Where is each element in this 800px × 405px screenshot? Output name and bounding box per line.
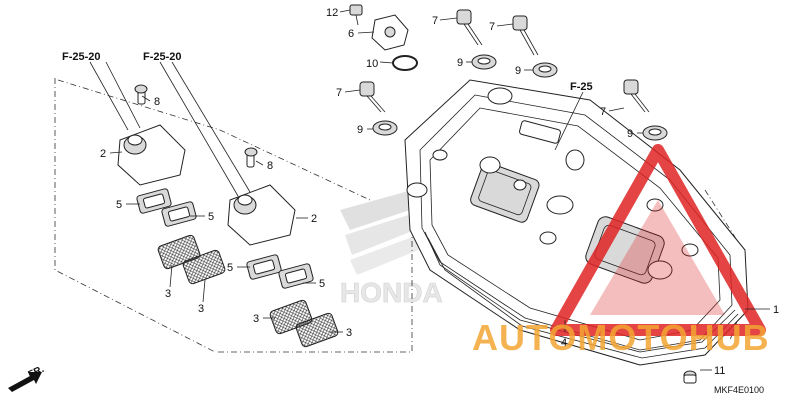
automotohub-triangle-logo bbox=[550, 144, 766, 336]
grommet-set-right bbox=[246, 254, 314, 289]
callout-10: 10 bbox=[366, 58, 378, 70]
callout-4: 4 bbox=[561, 337, 567, 349]
bolt-7-b bbox=[512, 15, 539, 56]
callout-7-a: 7 bbox=[432, 15, 438, 27]
callout-3-d: 3 bbox=[346, 327, 352, 339]
ref-label-f2520-b: F-25-20 bbox=[143, 51, 182, 63]
callout-3-c: 3 bbox=[253, 313, 259, 325]
ref-label-f25: F-25 bbox=[570, 81, 593, 93]
diagram-code: MKF4E0100 bbox=[714, 385, 764, 395]
callout-8-a: 8 bbox=[154, 96, 160, 108]
left-group-top-line bbox=[57, 79, 371, 201]
callout-1: 1 bbox=[773, 304, 779, 316]
ignition-cap-right bbox=[227, 147, 296, 246]
callout-12: 12 bbox=[326, 7, 338, 19]
callout-9-b: 9 bbox=[515, 65, 521, 77]
callout-6: 6 bbox=[348, 28, 354, 40]
bolt-7-d bbox=[623, 79, 650, 113]
callout-7-c: 7 bbox=[336, 87, 342, 99]
bolt-7-c bbox=[359, 81, 386, 113]
bolt-11 bbox=[683, 370, 697, 384]
ref-arrow-f25 bbox=[554, 91, 584, 151]
o-ring-10 bbox=[392, 55, 418, 71]
bolt-12 bbox=[349, 4, 363, 26]
ref-arrow-a1 bbox=[89, 61, 129, 131]
grommet-set-left bbox=[136, 188, 197, 227]
cover-assembly-outline bbox=[216, 228, 413, 353]
cylinder-head-cover bbox=[404, 79, 749, 366]
callout-7-b: 7 bbox=[489, 21, 495, 33]
callout-2-a: 2 bbox=[100, 148, 106, 160]
callout-9-c: 9 bbox=[357, 124, 363, 136]
callout-8-b: 8 bbox=[267, 160, 273, 172]
callout-5-b: 5 bbox=[208, 211, 214, 223]
bolt-7-a bbox=[456, 9, 483, 46]
honda-watermark-text: HONDA bbox=[340, 277, 443, 308]
mesh-gasket-set-left bbox=[157, 234, 226, 285]
mesh-gasket-set-right bbox=[269, 299, 339, 348]
callout-5-d: 5 bbox=[319, 278, 325, 290]
fr-label: FR. bbox=[27, 364, 46, 381]
washer-9-a bbox=[471, 54, 497, 70]
ref-arrow-a2 bbox=[105, 61, 141, 129]
ref-arrow-b1 bbox=[159, 61, 239, 197]
leader-lines bbox=[109, 9, 770, 371]
washer-9-c bbox=[372, 120, 398, 136]
ignition-cap-left bbox=[117, 84, 186, 186]
left-group-outline bbox=[54, 78, 216, 353]
front-direction-indicator: FR. bbox=[8, 364, 46, 392]
ref-arrow-b2 bbox=[171, 61, 251, 193]
bracket-6 bbox=[371, 14, 409, 51]
callout-11: 11 bbox=[714, 365, 725, 377]
washer-9-b bbox=[532, 62, 558, 78]
callout-5-c: 5 bbox=[227, 262, 233, 274]
automotohub-watermark: AUTOMOTOHUB bbox=[472, 317, 770, 358]
callout-3-b: 3 bbox=[198, 303, 204, 315]
ref-label-f2520-a: F-25-20 bbox=[62, 51, 101, 63]
callout-9-a: 9 bbox=[457, 57, 463, 69]
callout-5-a: 5 bbox=[116, 199, 122, 211]
callout-3-a: 3 bbox=[165, 288, 171, 300]
callout-7-d: 7 bbox=[600, 106, 606, 118]
washer-9-d bbox=[642, 125, 668, 141]
callout-9-d: 9 bbox=[627, 128, 633, 140]
callout-2-b: 2 bbox=[311, 213, 317, 225]
